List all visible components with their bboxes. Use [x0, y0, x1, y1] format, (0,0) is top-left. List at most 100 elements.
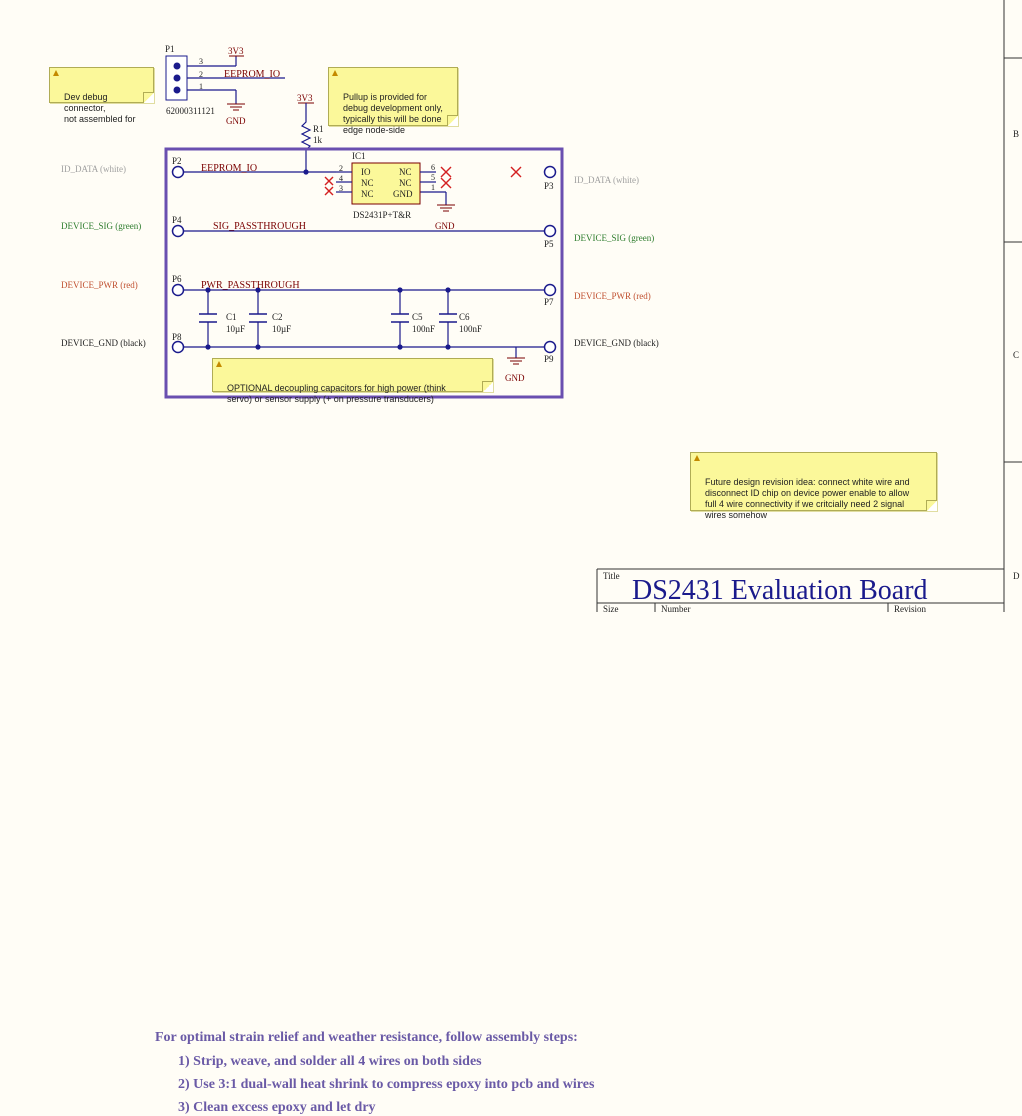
title-label: Title: [603, 571, 620, 581]
zone-label-c: C: [1013, 350, 1019, 360]
ic1-pin-right-3-num: 1: [431, 183, 435, 192]
note-fold-corner: [926, 500, 937, 511]
signal-label-id-data-left: ID_DATA (white): [61, 164, 126, 174]
connector-ref-p3: P3: [544, 181, 554, 191]
r1-value: 1k: [313, 135, 323, 145]
note-decoupling: OPTIONAL decoupling capacitors for high …: [212, 358, 493, 404]
sheet-title: DS2431 Evaluation Board: [632, 575, 928, 606]
connector-ref-p4: P4: [172, 215, 182, 225]
ic1-part: DS2431P+T&R: [353, 210, 411, 220]
assembly-heading: For optimal strain relief and weather re…: [155, 1030, 578, 1045]
p1-ref: P1: [165, 44, 175, 54]
right-connector-pins: [543, 165, 557, 354]
c6-value: 100nF: [459, 324, 482, 334]
c1-value: 10µF: [226, 324, 245, 334]
r1-ref: R1: [313, 124, 324, 134]
ic1-pin-right-1-name: NC: [399, 167, 412, 177]
signal-label-device-sig-right: DEVICE_SIG (green): [574, 233, 654, 243]
capacitor-plates: [199, 313, 457, 323]
sheet-frame: [1003, 0, 1022, 612]
size-label: Size: [603, 604, 619, 612]
p1-eeprom-label: EEPROM_IO: [224, 69, 280, 80]
p1-gnd-label: GND: [226, 116, 246, 126]
ic1-pin-stubs: [336, 171, 436, 193]
note-future-revision: Future design revision idea: connect whi…: [690, 452, 937, 520]
net-label-sig-passthrough: SIG_PASSTHROUGH: [213, 221, 306, 232]
ic1-pin-left-1-num: 2: [339, 164, 343, 173]
signal-label-device-pwr-left: DEVICE_PWR (red): [61, 280, 138, 290]
p1-pin3-num: 3: [199, 57, 203, 66]
p1-pin2-dot: [173, 74, 181, 82]
ic1-pin-right-3-name: GND: [393, 189, 413, 199]
note-pullup: Pullup is provided for debug development…: [328, 67, 458, 135]
c1-ref: C1: [226, 312, 237, 322]
number-label: Number: [661, 604, 691, 612]
bottom-gnd-symbol: [507, 357, 525, 365]
warning-icon: [694, 455, 700, 461]
net-wires: [183, 171, 545, 358]
junction-dots: [205, 169, 451, 350]
p1-pin3-dot: [173, 62, 181, 70]
title-block: [596, 568, 1004, 612]
r1-zigzag: [300, 103, 312, 172]
ic1-pin-right-1-num: 6: [431, 163, 435, 172]
connector-ref-p6: P6: [172, 274, 182, 284]
ic1-ref: IC1: [352, 151, 366, 161]
ic1-pin-left-1-name: IO: [361, 167, 371, 177]
schematic-sheet: B C D Title DS2431 Evaluation Board Size…: [49, 0, 1022, 1115]
zone-label-d: D: [1013, 571, 1020, 581]
signal-label-id-data-right: ID_DATA (white): [574, 175, 639, 185]
assembly-step-1: 1) Strip, weave, and solder all 4 wires …: [178, 1054, 482, 1069]
bottom-gnd-label: GND: [505, 373, 525, 383]
left-connector-pins: [171, 165, 185, 354]
c5-ref: C5: [412, 312, 423, 322]
note-pullup-text: Pullup is provided for debug development…: [343, 92, 443, 135]
net-label-eeprom-io: EEPROM_IO: [201, 163, 257, 174]
ic1-pin-left-2-name: NC: [361, 178, 374, 188]
p1-part-number: 62000311121: [166, 106, 215, 116]
note-dev-debug: Dev debug connector, not assembled for: [49, 67, 154, 124]
schematic-canvas: B C D Title DS2431 Evaluation Board Size…: [61, 0, 1022, 614]
no-connect-marks: [324, 166, 522, 196]
p1-pin2-num: 2: [199, 70, 203, 79]
p1-pin1-dot: [173, 86, 181, 94]
assembly-step-2: 2) Use 3:1 dual-wall heat shrink to comp…: [178, 1077, 595, 1092]
connector-ref-p9: P9: [544, 354, 554, 364]
c6-ref: C6: [459, 312, 470, 322]
note-fold-corner: [447, 115, 458, 126]
ic1-pin-right-2-num: 5: [431, 173, 435, 182]
ic1-pin-right-2-name: NC: [399, 178, 412, 188]
warning-icon: [332, 70, 338, 76]
ic-gnd-label: GND: [435, 221, 455, 231]
p1-wires: [187, 56, 285, 104]
signal-label-device-sig-left: DEVICE_SIG (green): [61, 221, 141, 231]
connector-ref-p7: P7: [544, 297, 554, 307]
note-dev-debug-text: Dev debug connector, not assembled for: [64, 92, 136, 124]
net-label-pwr-passthrough: PWR_PASSTHROUGH: [201, 280, 300, 291]
note-fold-corner: [482, 381, 493, 392]
note-decoupling-text: OPTIONAL decoupling capacitors for high …: [227, 383, 446, 404]
signal-label-device-pwr-right: DEVICE_PWR (red): [574, 291, 651, 301]
assembly-step-3: 3) Clean excess epoxy and let dry: [178, 1100, 376, 1115]
zone-label-b: B: [1013, 129, 1019, 139]
c2-ref: C2: [272, 312, 283, 322]
ic1-pin-left-3-num: 3: [339, 184, 343, 193]
warning-icon: [216, 361, 222, 367]
ic1-pin-left-2-num: 4: [339, 174, 343, 183]
note-future-text: Future design revision idea: connect whi…: [705, 477, 910, 520]
c5-value: 100nF: [412, 324, 435, 334]
c2-value: 10µF: [272, 324, 291, 334]
warning-icon: [53, 70, 59, 76]
p1-pin1-num: 1: [199, 82, 203, 91]
connector-ref-p2: P2: [172, 156, 182, 166]
ic1-body: [351, 162, 421, 205]
note-fold-corner: [143, 92, 154, 103]
connector-ref-p5: P5: [544, 239, 554, 249]
ic1-pin-left-3-name: NC: [361, 189, 374, 199]
r1-rail-label: 3V3: [297, 93, 313, 103]
signal-label-device-gnd-left: DEVICE_GND (black): [61, 338, 146, 348]
ic-gnd-symbol: [437, 204, 455, 212]
revision-label: Revision: [894, 604, 927, 612]
p1-3v3-label: 3V3: [228, 46, 244, 56]
p1-gnd-symbol: [227, 103, 245, 111]
